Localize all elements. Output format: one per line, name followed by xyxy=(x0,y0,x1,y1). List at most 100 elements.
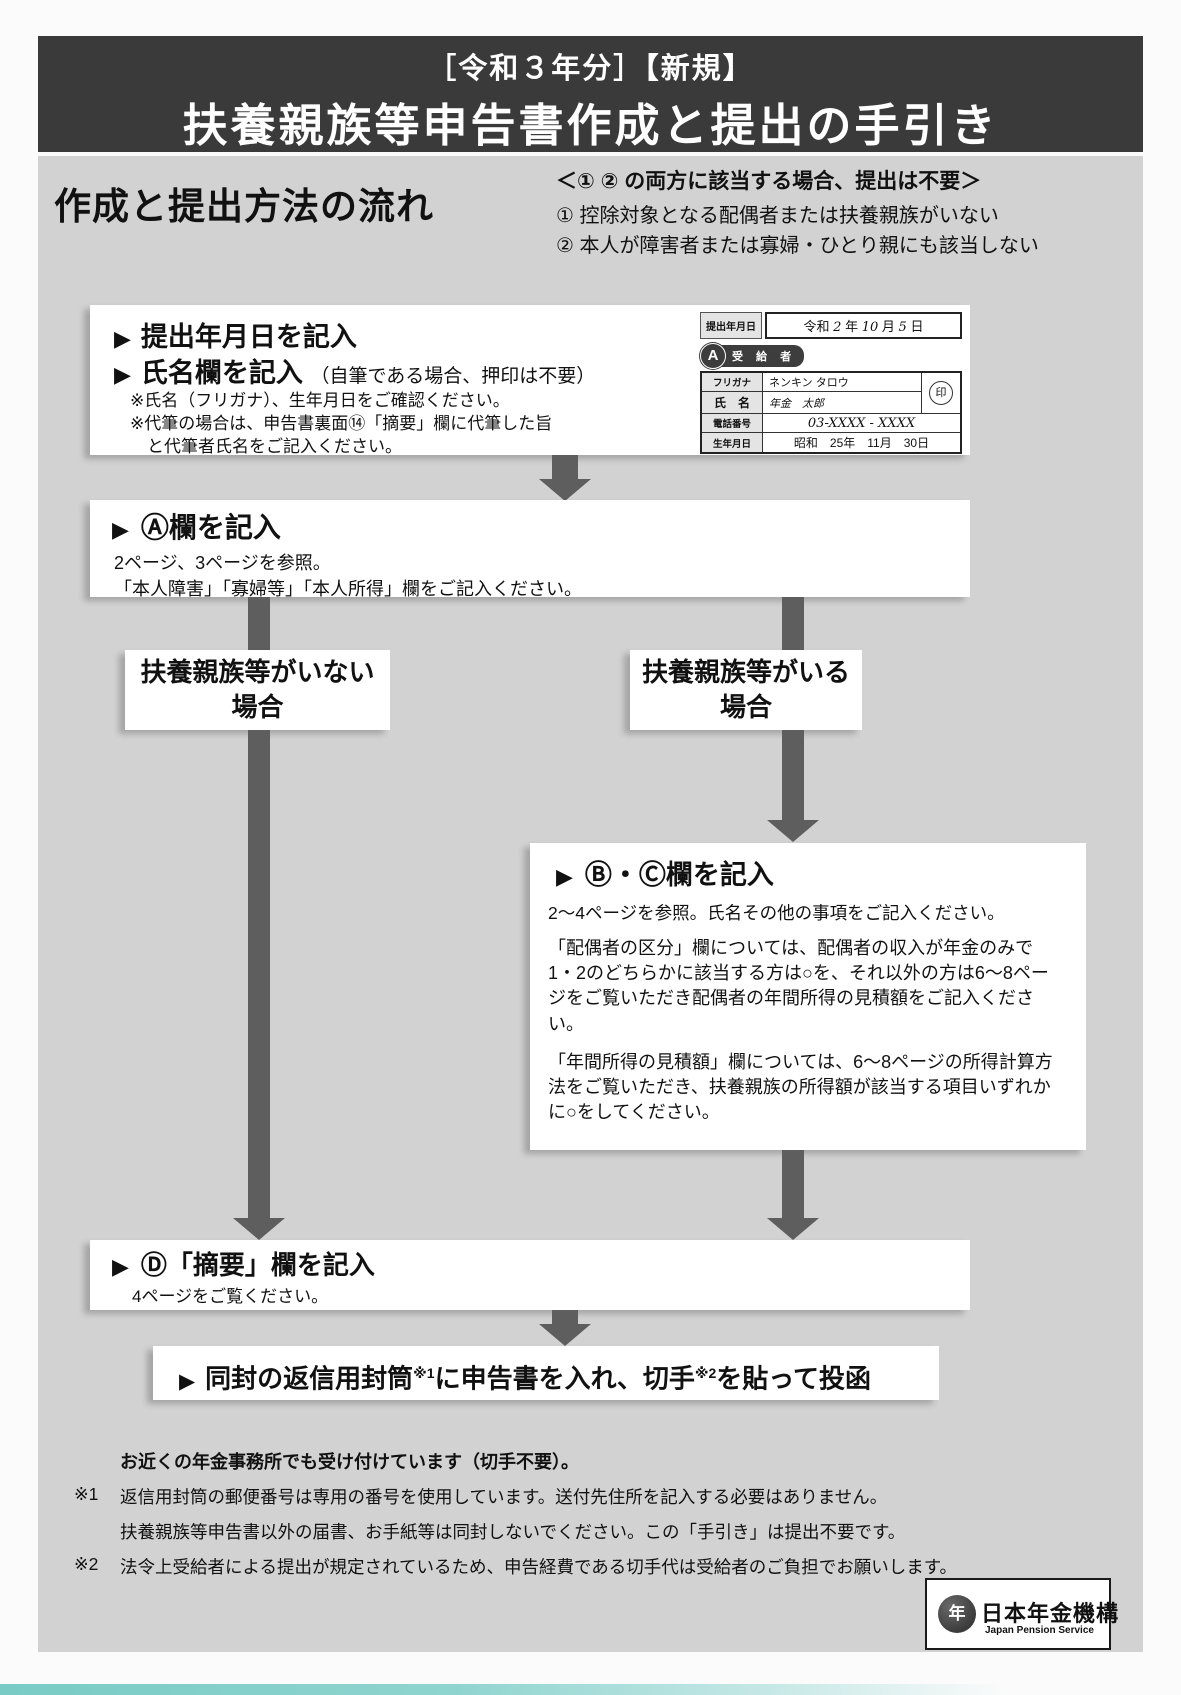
branch-right-connector xyxy=(782,597,804,650)
recipient-badge-label: 受 給 者 xyxy=(719,345,805,367)
title-banner: ［令和３年分］【新規】 扶養親族等申告書作成と提出の手引き xyxy=(38,36,1143,152)
step3-paragraph-2: 「年間所得の見積額」欄については、6～8ページの所得計算方法をご覧いただき、扶養… xyxy=(548,1052,1053,1123)
step2-box: ▶ Ⓐ欄を記入 2ページ、3ページを参照。 「本人障害」「寡婦等」「本人所得」欄を… xyxy=(90,500,970,599)
date-day-unit: 日 xyxy=(910,319,924,334)
bullet-triangle-icon: ▶ xyxy=(112,1254,129,1279)
branch-left-line-2: 場合 xyxy=(231,692,284,723)
date-month-unit: 月 xyxy=(881,319,895,334)
phone-value: 03-XXXX - XXXX xyxy=(762,413,962,433)
sample-form: 提出年月日 令和 2 年 10 月 5 日 A 受 給 者 フリガナ ネンキン xyxy=(700,312,962,454)
sample-form-table: フリガナ ネンキン タロウ 印 氏 名 年金 太郎 電話番号 03-XXXX -… xyxy=(700,371,962,454)
seal-cell: 印 xyxy=(921,371,962,414)
step1-name-note: （自筆である場合、押印は不要） xyxy=(310,366,596,387)
sample-form-date-label: 提出年月日 xyxy=(700,312,762,339)
birth-label: 生年月日 xyxy=(700,432,763,454)
step3-box: ▶ Ⓑ・Ⓒ欄を記入 2～4ページを参照。氏名その他の事項をご記入ください。 「配偶… xyxy=(530,843,1086,1150)
step2-line-2: 「本人障害」「寡婦等」「本人所得」欄をご記入ください。 xyxy=(114,579,582,600)
footnote-2-line-1: 法令上受給者による提出が規定されているため、申告経費である切手代は受給者のご負担… xyxy=(120,1557,958,1577)
sample-form-date-value: 令和 2 年 10 月 5 日 xyxy=(765,312,962,339)
branch-no-dependents: 扶養親族等がいない 場合 xyxy=(125,650,390,730)
right-flow-bar-2 xyxy=(782,1150,804,1218)
office-acceptance-notice: お近くの年金事務所でも受け付けています（切手不要）。 xyxy=(120,1452,579,1472)
date-year: 2 xyxy=(833,320,842,335)
step4-line-1: 4ページをご覧ください。 xyxy=(132,1287,329,1306)
flow-section-title: 作成と提出方法の流れ xyxy=(54,186,434,227)
exemption-note-item-2: ② 本人が障害者または寡婦・ひとり親にも該当しない xyxy=(556,235,1039,257)
exemption-note-item-1: ① 控除対象となる配偶者または扶養親族がいない xyxy=(556,205,999,227)
branch-right-line-2: 場合 xyxy=(719,692,772,723)
date-month: 10 xyxy=(861,320,879,335)
japan-pension-service-logo: 年 日本年金機構 Japan Pension Service xyxy=(925,1578,1118,1650)
step1-box: ▶提出年月日を記入 ▶ 氏名欄を記入 （自筆である場合、押印は不要） ※氏名（フリ… xyxy=(90,305,970,458)
name-value: 年金 太郎 xyxy=(762,391,922,414)
name-label: 氏 名 xyxy=(700,391,763,414)
bullet-triangle-icon: ▶ xyxy=(179,1369,196,1393)
step1-cautions: ※氏名（フリガナ）、生年月日をご確認ください。 ※代筆の場合は、申告書裏面⑭「摘… xyxy=(130,389,552,458)
branch-left-connector xyxy=(248,597,270,650)
furigana-label: フリガナ xyxy=(700,371,763,392)
down-arrow-icon xyxy=(539,479,591,501)
step2-description: 2ページ、3ページを参照。 「本人障害」「寡婦等」「本人所得」欄をご記入ください… xyxy=(114,550,582,602)
bullet-triangle-icon: ▶ xyxy=(114,326,131,351)
footnote-1-line-1: 返信用封筒の郵便番号は専用の番号を使用しています。送付先住所を記入する必要はあり… xyxy=(120,1487,888,1507)
step2-line-1: 2ページ、3ページを参照。 xyxy=(114,553,331,573)
table-row: フリガナ ネンキン タロウ 印 xyxy=(700,371,962,414)
branch-right-line-1: 扶養親族等がいる xyxy=(641,657,850,687)
final-text-pre: 同封の返信用封筒 xyxy=(205,1363,414,1394)
logo-name-japanese: 日本年金機構 xyxy=(981,1601,1120,1626)
flow-arrow-shaft xyxy=(552,455,578,481)
sample-form-date-row: 提出年月日 令和 2 年 10 月 5 日 xyxy=(700,312,962,339)
right-flow-bar-1 xyxy=(782,730,804,820)
birth-value: 昭和 25年 11月 30日 xyxy=(762,432,962,454)
banner-main-title: 扶養親族等申告書作成と提出の手引き xyxy=(182,100,999,151)
down-arrow-icon xyxy=(233,1218,285,1240)
table-row: 生年月日 昭和 25年 11月 30日 xyxy=(700,432,962,454)
footnote-1-line-2: 扶養親族等申告書以外の届書、お手紙等は同封しないでください。この「手引き」は提出… xyxy=(120,1522,906,1542)
final-text-post: を貼って投函 xyxy=(716,1363,871,1394)
branch-left-line-1: 扶養親族等がいない xyxy=(140,657,375,687)
footnote-1-mark: ※1 xyxy=(74,1484,99,1504)
bullet-triangle-icon: ▶ xyxy=(112,517,129,542)
step4-heading-label: Ⓓ「摘要」欄を記入 xyxy=(140,1250,375,1280)
step2-heading: ▶ Ⓐ欄を記入 xyxy=(112,506,281,546)
table-row: 電話番号 03-XXXX - XXXX xyxy=(700,413,962,433)
banner-year-tag: ［令和３年分］【新規】 xyxy=(427,53,754,85)
step4-box: ▶ Ⓓ「摘要」欄を記入 4ページをご覧ください。 xyxy=(90,1240,970,1310)
down-arrow-icon xyxy=(767,1218,819,1240)
circled-a-icon: A xyxy=(700,343,726,369)
step2-heading-label: Ⓐ欄を記入 xyxy=(140,512,281,543)
step3-line-1: 2～4ページを参照。氏名その他の事項をご記入ください。 xyxy=(548,903,1005,923)
footnote-ref-2: ※2 xyxy=(694,1365,717,1381)
step1-caution-1: ※氏名（フリガナ）、生年月日をご確認ください。 xyxy=(130,391,510,410)
exemption-note-heading: ＜① ② の両方に該当する場合、提出は不要＞ xyxy=(556,170,982,193)
step1-caution-3: と代筆者氏名をご記入ください。 xyxy=(130,437,402,457)
step1-bullet-name: ▶ 氏名欄を記入 （自筆である場合、押印は不要） xyxy=(114,351,595,390)
step3-heading: ▶ Ⓑ・Ⓒ欄を記入 xyxy=(556,853,774,892)
furigana-value: ネンキン タロウ xyxy=(762,371,922,392)
footnote-2-mark: ※2 xyxy=(74,1554,99,1574)
date-year-unit: 年 xyxy=(845,319,859,334)
logo-name-english: Japan Pension Service xyxy=(985,1625,1094,1636)
pension-logo-icon: 年 xyxy=(938,1595,976,1633)
final-step-box: ▶ 同封の返信用封筒※1に申告書を入れ、切手※2を貼って投函 xyxy=(153,1346,939,1400)
step3-paragraph-1: 「配偶者の区分」欄については、配偶者の収入が年金のみで1・2のどちらかに該当する… xyxy=(548,938,1049,1034)
date-day: 5 xyxy=(898,320,907,335)
down-arrow-icon xyxy=(767,820,819,842)
seal-stamp-icon: 印 xyxy=(929,381,953,405)
final-step-text: ▶ 同封の返信用封筒※1に申告書を入れ、切手※2を貼って投函 xyxy=(153,1346,939,1409)
recipient-badge: A 受 給 者 xyxy=(700,343,962,369)
step1-bullet-name-label: 氏名欄を記入 xyxy=(140,358,303,388)
bullet-triangle-icon: ▶ xyxy=(556,864,573,889)
step1-bullet-date: ▶提出年月日を記入 xyxy=(114,315,357,354)
date-era: 令和 xyxy=(803,319,830,334)
down-arrow-icon xyxy=(539,1324,591,1346)
footnote-ref-1: ※1 xyxy=(413,1365,435,1381)
bullet-triangle-icon: ▶ xyxy=(114,362,131,387)
left-flow-bar xyxy=(248,730,270,1218)
final-text-mid: に申告書を入れ、切手 xyxy=(434,1363,695,1394)
step4-heading: ▶ Ⓓ「摘要」欄を記入 xyxy=(112,1245,375,1282)
step3-heading-label: Ⓑ・Ⓒ欄を記入 xyxy=(584,860,774,890)
exemption-note: ＜① ② の両方に該当する場合、提出は不要＞ ① 控除対象となる配偶者または扶養… xyxy=(556,165,1131,261)
bottom-accent-bar xyxy=(0,1684,1005,1695)
